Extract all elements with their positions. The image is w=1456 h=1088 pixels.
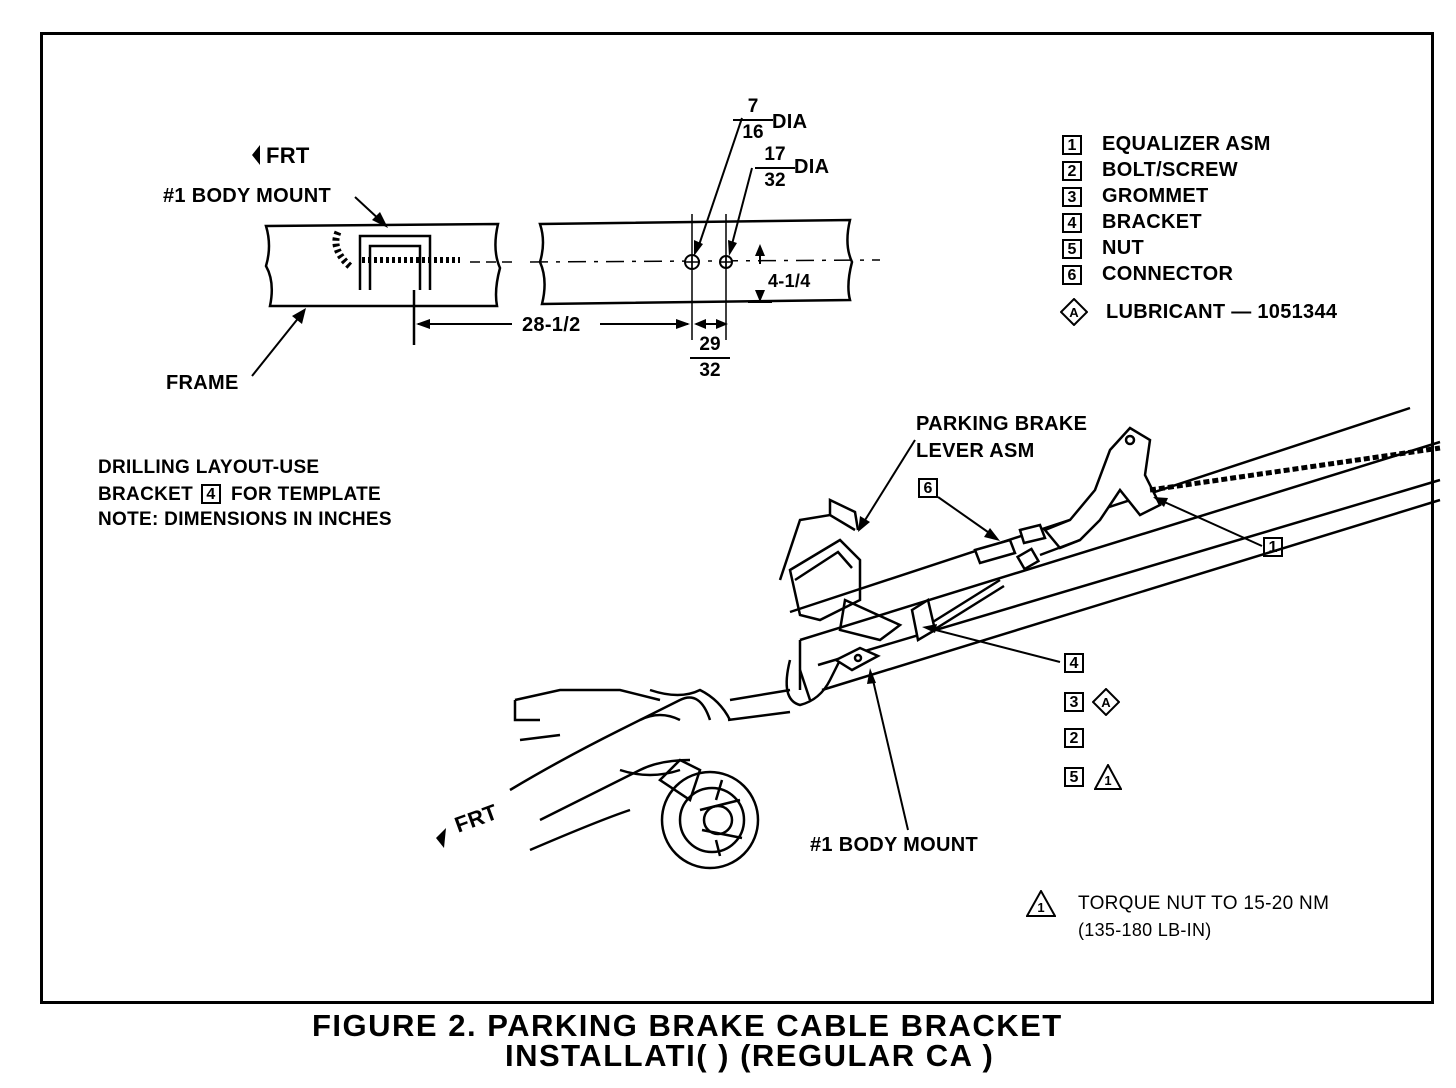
- legend-text: CONNECTOR: [1102, 263, 1234, 285]
- parking-brake-lever: [778, 498, 903, 707]
- legend-item: 5 NUT: [1062, 237, 1144, 260]
- legend-text: BOLT/SCREW: [1102, 159, 1238, 181]
- body-mount-bracket: [332, 230, 460, 345]
- drilling-note-template: FOR TEMPLATE: [231, 483, 381, 505]
- torque-note-icon-wrap: 1: [1025, 888, 1057, 923]
- legend-text: NUT: [1102, 237, 1145, 259]
- legend-text: GROMMET: [1102, 185, 1209, 207]
- drilling-note-bracket: BRACKET: [98, 483, 193, 505]
- legend-number: 1: [1062, 134, 1082, 155]
- legend-number: 5: [1062, 238, 1082, 259]
- connector: [973, 523, 1047, 565]
- legend-item: 6 CONNECTOR: [1062, 263, 1233, 286]
- parking-brake-label-line2: LEVER ASM: [916, 440, 1035, 462]
- figure-caption-line1: FIGURE 2. PARKING BRAKE CABLE BRACKET: [312, 1008, 1063, 1043]
- frt-label-top: FRT: [266, 143, 310, 168]
- torque-note-line2: (135-180 LB-IN): [1078, 920, 1212, 940]
- callout-number: 4: [1064, 653, 1084, 673]
- figure-border: [40, 32, 1434, 1004]
- drilling-note-box: 4: [201, 484, 221, 504]
- equalizer-pointer: [1159, 499, 1263, 547]
- dia1-denominator: 16: [742, 122, 764, 143]
- torque-triangle-icon: 1: [1094, 764, 1122, 790]
- offset-denominator: 32: [699, 360, 721, 381]
- body-mount-label-bottom: #1 BODY MOUNT: [810, 834, 979, 856]
- offset-29-32-fraction: 29 32: [690, 334, 730, 382]
- callout-2: 2: [1064, 728, 1104, 748]
- torque-note-line1: TORQUE NUT TO 15-20 NM: [1078, 893, 1330, 914]
- frame-rail-right: [538, 218, 854, 306]
- legend-number: 4: [1062, 212, 1082, 233]
- lubricant-legend: A LUBRICANT — 1051344: [1060, 298, 1337, 326]
- legend-number: 3: [1062, 186, 1082, 207]
- dia-7-16-fraction: 7 16: [733, 96, 773, 144]
- figure-caption-line2: INSTALLATI( ) (REGULAR CA ): [505, 1038, 995, 1073]
- vertical-dimension-label: 4-1/4: [768, 271, 811, 291]
- frame-rail-left: [264, 222, 502, 308]
- callout-number: 1: [1263, 537, 1283, 557]
- legend-item: 2 BOLT/SCREW: [1062, 159, 1238, 182]
- lubricant-diamond-icon: A: [1060, 298, 1088, 326]
- dia2-numerator: 17: [755, 144, 795, 169]
- horizontal-dimension-label: 28-1/2: [522, 314, 581, 336]
- callout-3: 3 A: [1064, 688, 1120, 716]
- parking-brake-label-line1: PARKING BRAKE: [916, 413, 1088, 435]
- callout-1: 1: [1263, 537, 1303, 557]
- legend-text: BRACKET: [1102, 211, 1202, 233]
- frt-arrow-bottom: [436, 828, 446, 848]
- lubricant-symbol: A: [1069, 305, 1079, 320]
- frame-pointer: [251, 315, 301, 377]
- legend-item: 3 GROMMET: [1062, 185, 1209, 208]
- centerline: [470, 259, 881, 263]
- front-suspension: [509, 688, 791, 870]
- body-mount-label-top: #1 BODY MOUNT: [163, 185, 332, 207]
- callout-3-symbol: A: [1101, 695, 1111, 710]
- dia2-unit: DIA: [794, 156, 830, 178]
- dia2-denominator: 32: [764, 170, 786, 191]
- legend-text: EQUALIZER ASM: [1102, 133, 1271, 155]
- torque-triangle-icon: 1: [1025, 888, 1057, 917]
- bracket-pointer: [927, 627, 1061, 663]
- drilling-note-line1: DRILLING LAYOUT-USE: [98, 457, 320, 478]
- dia-17-32-fraction: 17 32: [755, 144, 795, 192]
- callout-4: 4: [1064, 653, 1104, 673]
- body-mount-bottom-pointer: [871, 675, 909, 831]
- offset-numerator: 29: [690, 334, 730, 359]
- callout-number: 5: [1064, 767, 1084, 787]
- drilling-note-line3: NOTE: DIMENSIONS IN INCHES: [98, 509, 392, 530]
- dia1-numerator: 7: [733, 96, 773, 121]
- drilling-note-line2: BRACKET 4 FOR TEMPLATE: [98, 484, 381, 504]
- legend-item: 4 BRACKET: [1062, 211, 1202, 234]
- equalizer-bracket: [1042, 426, 1441, 550]
- callout-number: 3: [1064, 692, 1084, 712]
- legend-item: 1 EQUALIZER ASM: [1062, 133, 1271, 156]
- dia1-unit: DIA: [772, 111, 808, 133]
- frt-arrow-top: [252, 145, 260, 165]
- frame-label: FRAME: [166, 372, 239, 394]
- callout-5-symbol: 1: [1104, 773, 1111, 788]
- legend-number: 6: [1062, 264, 1082, 285]
- callout-number: 2: [1064, 728, 1084, 748]
- lubricant-diamond-icon: A: [1092, 688, 1120, 716]
- legend-number: 2: [1062, 160, 1082, 181]
- lubricant-text: LUBRICANT — 1051344: [1106, 300, 1338, 323]
- torque-symbol: 1: [1037, 900, 1044, 915]
- lever-asm-pointer: [861, 439, 916, 526]
- callout-6: 6: [918, 478, 958, 498]
- connector-pointer: [937, 496, 996, 538]
- callout-number: 6: [918, 478, 938, 498]
- callout-5: 5 1: [1064, 764, 1122, 790]
